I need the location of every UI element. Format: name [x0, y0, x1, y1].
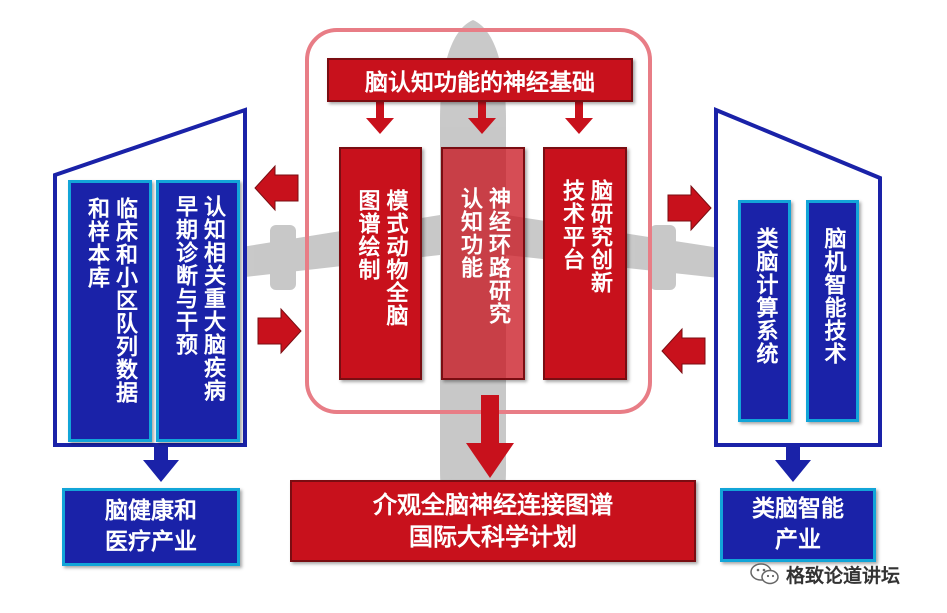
- arrow-center-to-right: [667, 184, 712, 232]
- watermark-text: 格致论道讲坛: [786, 564, 901, 587]
- plane-right-engine: [650, 225, 676, 290]
- arrow-header-to-box2: [468, 102, 496, 134]
- arrow-right-to-center: [661, 327, 706, 375]
- left-box-2-col-1: 认知相关重大脑疾病: [200, 195, 225, 402]
- center-box-2-col-2: 认知功能: [457, 187, 482, 279]
- bottom-right-box: 类脑智能 产业: [720, 488, 876, 562]
- right-box-computing: 类脑计算系统: [738, 200, 791, 422]
- left-box-2-col-2: 早期诊断与干预: [172, 195, 197, 356]
- center-box-model-animal: 模式动物全脑 图谱绘制: [339, 147, 422, 380]
- left-box-1-col-2: 和样本库: [84, 197, 109, 289]
- top-header-label: 脑认知功能的神经基础: [365, 70, 595, 96]
- left-box-1-col-1: 临床和小区队列数据: [112, 197, 137, 404]
- center-box-3-col-1: 脑研究创新: [587, 179, 612, 294]
- arrow-right-to-bottom: [775, 447, 811, 482]
- bottom-center-line-1: 介观全脑神经连接图谱: [373, 491, 613, 519]
- bottom-right-line-2: 产业: [775, 527, 821, 553]
- arrow-left-to-bottom: [143, 447, 179, 482]
- center-box-2-col-1: 神经环路研究: [485, 187, 510, 325]
- arrow-center-to-left: [254, 164, 299, 212]
- bottom-left-line-1: 脑健康和: [105, 498, 197, 524]
- bottom-left-line-2: 医疗产业: [105, 529, 197, 555]
- left-box-clinical: 临床和小区队列数据 和样本库: [68, 180, 152, 442]
- center-box-circuit: 神经环路研究 认知功能: [441, 147, 525, 380]
- center-box-1-col-1: 模式动物全脑: [382, 189, 408, 327]
- right-box-bci: 脑机智能技术: [806, 200, 859, 422]
- plane-left-engine: [270, 225, 296, 290]
- left-box-disease: 认知相关重大脑疾病 早期诊断与干预: [156, 180, 240, 442]
- center-box-3-col-2: 技术平台: [559, 179, 584, 271]
- watermark: 格致论道讲坛: [750, 560, 900, 588]
- center-box-innovation: 脑研究创新 技术平台: [543, 147, 627, 380]
- bottom-left-box: 脑健康和 医疗产业: [62, 488, 240, 566]
- bottom-right-line-1: 类脑智能: [752, 496, 844, 522]
- arrow-header-to-box1: [366, 102, 394, 134]
- wechat-icon: [750, 563, 779, 585]
- bottom-center-line-2: 国际大科学计划: [409, 523, 577, 551]
- top-header-box: 脑认知功能的神经基础: [327, 58, 633, 102]
- center-frame: [305, 28, 652, 414]
- bottom-center-box: 介观全脑神经连接图谱 国际大科学计划: [290, 480, 696, 562]
- right-box-2-col-1: 脑机智能技术: [820, 227, 846, 365]
- arrow-left-to-center: [257, 307, 302, 355]
- arrow-center-to-bottom: [466, 395, 514, 478]
- center-box-1-col-2: 图谱绘制: [354, 189, 380, 281]
- right-box-1-col-1: 类脑计算系统: [752, 227, 778, 365]
- arrow-header-to-box3: [565, 102, 593, 134]
